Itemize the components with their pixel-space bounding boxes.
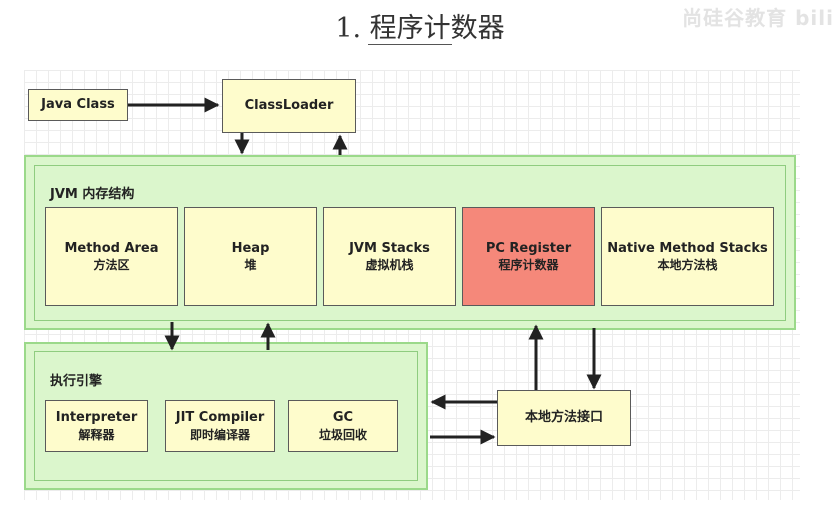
title-underline (368, 44, 452, 45)
jit-compiler-box: JIT Compiler 即时编译器 (165, 400, 275, 452)
watermark: 尚硅谷教育 bili (682, 6, 834, 30)
execution-engine-label: 执行引擎 (50, 374, 103, 389)
jvm-memory-inner-border (34, 165, 786, 321)
heap-en: Heap (231, 240, 270, 256)
interpreter-box: Interpreter 解释器 (45, 400, 148, 452)
slide-title: 1. 程序计数器 (335, 13, 505, 44)
jvm-stacks-zh: 虚拟机栈 (365, 258, 414, 273)
jit-compiler-zh: 即时编译器 (189, 427, 250, 442)
class-loader-label: ClassLoader (244, 98, 334, 114)
pc-register-box: PC Register 程序计数器 (462, 207, 595, 306)
interpreter-zh: 解释器 (78, 427, 115, 442)
heap-box: Heap 堆 (184, 207, 317, 306)
native-interface-label: 本地方法接口 (524, 410, 603, 426)
gc-zh: 垃圾回收 (318, 427, 367, 442)
interpreter-en: Interpreter (55, 410, 138, 426)
java-class-label: Java Class (41, 97, 115, 113)
pc-register-zh: 程序计数器 (498, 258, 559, 273)
class-loader-box: ClassLoader (222, 79, 356, 133)
java-class-box: Java Class (28, 89, 128, 121)
native-interface-box: 本地方法接口 (497, 390, 631, 446)
jvm-stacks-en: JVM Stacks (349, 240, 430, 256)
jit-compiler-en: JIT Compiler (175, 410, 265, 426)
method-area-zh: 方法区 (93, 258, 130, 273)
jvm-memory-label: JVM 内存结构 (50, 187, 135, 202)
method-area-box: Method Area 方法区 (45, 207, 178, 306)
heap-zh: 堆 (244, 258, 257, 273)
native-method-stacks-box: Native Method Stacks 本地方法栈 (601, 207, 774, 306)
method-area-en: Method Area (64, 240, 159, 256)
execution-engine-inner-border (34, 351, 418, 481)
pc-register-en: PC Register (485, 240, 572, 256)
gc-box: GC 垃圾回收 (288, 400, 398, 452)
gc-en: GC (332, 410, 354, 426)
jvm-stacks-box: JVM Stacks 虚拟机栈 (323, 207, 456, 306)
native-method-stacks-zh: 本地方法栈 (657, 258, 718, 273)
native-method-stacks-en: Native Method Stacks (607, 240, 768, 256)
